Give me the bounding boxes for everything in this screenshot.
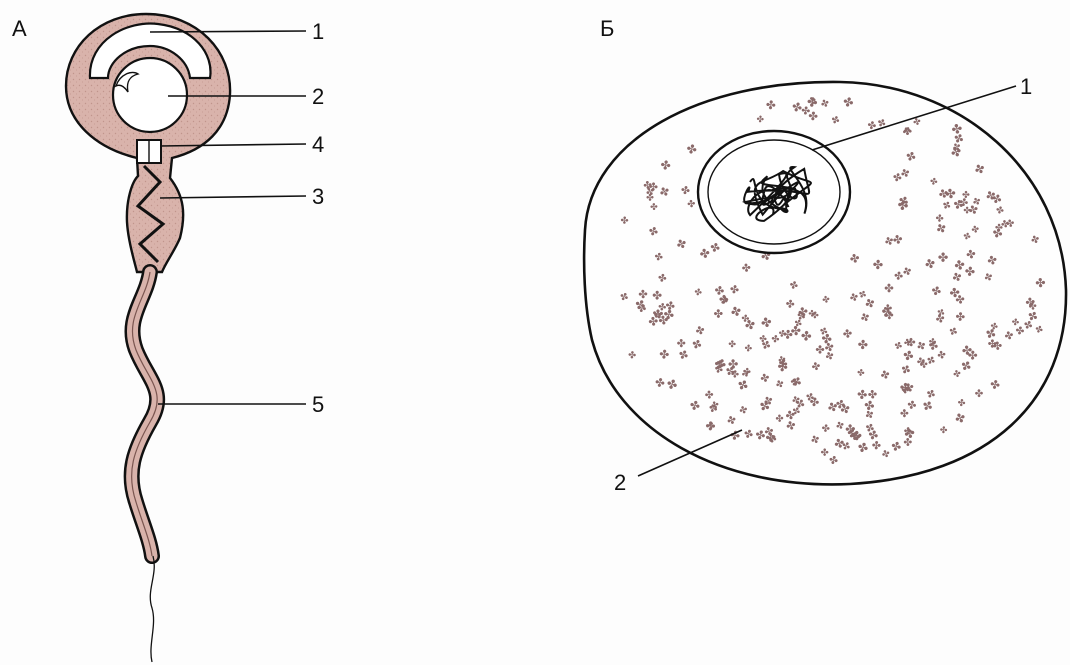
panel-a-letter: А [12, 16, 27, 41]
callout-line-1 [150, 31, 306, 32]
yolk-granule: ✤ [938, 250, 949, 265]
yolk-granule: ✤ [659, 158, 671, 173]
yolk-granule: ✤ [808, 309, 817, 319]
yolk-granule: ✤ [800, 329, 812, 345]
panel-b: Б ✤✤✤✤✤✤✤✤✤✤✤✤✤✤✤✤✤✤✤✤✤✤✤✤✤✤✤✤✤✤✤✤✤✤✤✤✤✤… [584, 16, 1066, 495]
yolk-granule: ✤ [776, 360, 788, 375]
callout-label-acrosome: 1 [312, 19, 324, 44]
yolk-granule: ✤ [955, 309, 966, 324]
yolk-granule: ✤ [992, 339, 1002, 353]
yolk-granule: ✤ [658, 347, 670, 362]
yolk-granule: ✤ [620, 215, 629, 227]
yolk-granule: ✤ [872, 257, 883, 273]
yolk-granule: ✤ [820, 448, 828, 459]
callout-label-egg-nucleus: 1 [1020, 74, 1032, 99]
callout-label-nucleus: 2 [312, 84, 324, 109]
sperm-nucleus [113, 58, 187, 132]
yolk-granule: ✤ [1035, 276, 1046, 291]
callout-label-tail: 5 [312, 392, 324, 417]
yolk-granule: ✤ [785, 297, 796, 311]
yolk-granule: ✤ [900, 408, 909, 420]
callout-label-midpiece: 3 [312, 184, 324, 209]
yolk-granule: ✤ [842, 327, 853, 341]
callout-line-3 [160, 196, 306, 198]
yolk-granule: ✤ [939, 425, 948, 437]
yolk-granule: ✤ [782, 327, 793, 342]
yolk-granule: ✤ [884, 281, 894, 295]
yolk-granule: ✤ [728, 356, 739, 371]
yolk-granule: ✤ [650, 202, 659, 213]
panel-b-letter: Б [600, 16, 614, 41]
callout-label-centriole: 4 [312, 132, 324, 157]
yolk-granule: ✤ [903, 426, 912, 438]
yolk-granule: ✤ [964, 263, 976, 279]
yolk-granule: ✤ [775, 414, 784, 425]
yolk-granule: ✤ [756, 115, 765, 126]
yolk-granule: ✤ [638, 288, 648, 301]
yolk-granule: ✤ [765, 98, 777, 113]
yolk-granule: ✤ [821, 423, 831, 435]
yolk-granule: ✤ [808, 109, 819, 124]
callout-label-yolk: 2 [614, 470, 626, 495]
yolk-granule: ✤ [967, 348, 977, 362]
yolk-granule: ✤ [744, 343, 753, 355]
sperm-end-piece [150, 556, 154, 662]
panel-a: А 1 2 3 4 5 [12, 14, 324, 662]
yolk-granule: ✤ [648, 180, 658, 194]
yolk-granule: ✤ [652, 288, 662, 302]
yolk-granule: ✤ [627, 350, 636, 362]
yolk-granule: ✤ [857, 337, 868, 353]
yolk-granule: ✤ [728, 339, 737, 350]
yolk-granule: ✤ [687, 199, 696, 211]
yolk-granule: ✤ [845, 422, 856, 437]
yolk-granule: ✤ [975, 388, 984, 400]
yolk-granule: ✤ [714, 307, 724, 321]
yolk-granule: ✤ [741, 261, 751, 275]
